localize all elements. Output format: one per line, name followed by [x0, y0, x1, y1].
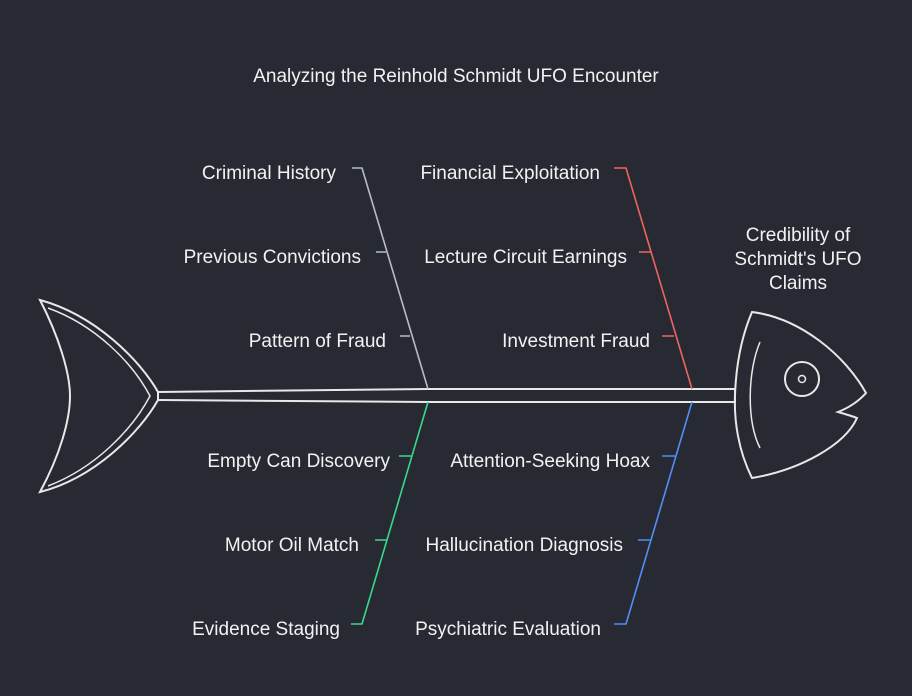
cause-previous-convictions: Previous Convictions	[183, 247, 361, 268]
branch-label-psychiatric-evaluation: Psychiatric Evaluation	[415, 619, 601, 640]
cause-empty-can-discovery: Empty Can Discovery	[207, 451, 390, 472]
fish-head	[733, 310, 868, 480]
cause-attention-seeking-hoax: Attention-Seeking Hoax	[450, 451, 650, 472]
cause-motor-oil-match: Motor Oil Match	[224, 535, 359, 556]
effect-label: Credibility of Schmidt's UFO Claims	[734, 225, 862, 294]
cause-hallucination-diagnosis: Hallucination Diagnosis	[425, 535, 624, 556]
diagram-title: Analyzing the Reinhold Schmidt UFO Encou…	[253, 66, 659, 87]
branch-label-criminal-history: Criminal History	[201, 163, 336, 184]
bone-evidence-staging	[351, 401, 429, 625]
fish-tail	[38, 298, 159, 494]
fish-eye-outer	[784, 361, 820, 397]
fish-spine	[157, 388, 736, 403]
branch-label-financial-exploitation: Financial Exploitation	[420, 163, 600, 184]
branch-label-evidence-staging: Evidence Staging	[192, 619, 340, 640]
bone-financial-exploitation	[614, 167, 693, 390]
fish-tail-inner-line	[47, 307, 151, 487]
fish-gill-line	[749, 341, 761, 449]
bone-criminal-history	[352, 167, 429, 390]
bone-psychiatric-evaluation	[614, 401, 693, 625]
cause-investment-fraud: Investment Fraud	[502, 331, 650, 352]
cause-pattern-of-fraud: Pattern of Fraud	[248, 331, 386, 352]
cause-lecture-circuit-earnings: Lecture Circuit Earnings	[424, 247, 627, 268]
fish-eye-inner	[797, 374, 807, 384]
